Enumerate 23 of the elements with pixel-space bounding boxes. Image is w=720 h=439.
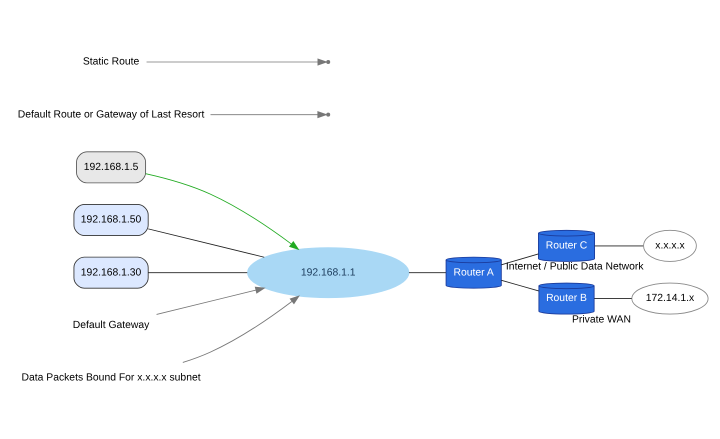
node-box: 192.168.1.50: [74, 204, 149, 236]
connector: [148, 228, 265, 258]
node-ellipse: 172.14.1.x: [631, 282, 709, 314]
node-text: Default Route or Gateway of Last Resort: [18, 108, 204, 120]
arrow: [145, 172, 300, 250]
connector: [408, 272, 446, 273]
arrow: [156, 286, 266, 314]
node-label: Private WAN: [572, 314, 631, 325]
connector: [500, 279, 540, 291]
node-label: Internet / Public Data Network: [506, 261, 644, 272]
node-text: Static Route: [82, 56, 140, 68]
node-ellipse: 192.168.1.1: [247, 246, 410, 298]
node-ellipse: x.x.x.x: [643, 229, 697, 262]
connector: [500, 252, 539, 265]
connector: [148, 272, 248, 273]
arrow: [182, 294, 300, 362]
connector: [594, 244, 644, 246]
node-box: 192.168.1.5: [76, 150, 146, 183]
node-text: Data Packets Bound For x.x.x.x subnet: [22, 372, 201, 384]
node-text: Default Gateway: [72, 320, 150, 331]
arrow: [146, 58, 328, 66]
arrow: [210, 110, 328, 118]
node-box: 192.168.1.30: [74, 256, 149, 288]
